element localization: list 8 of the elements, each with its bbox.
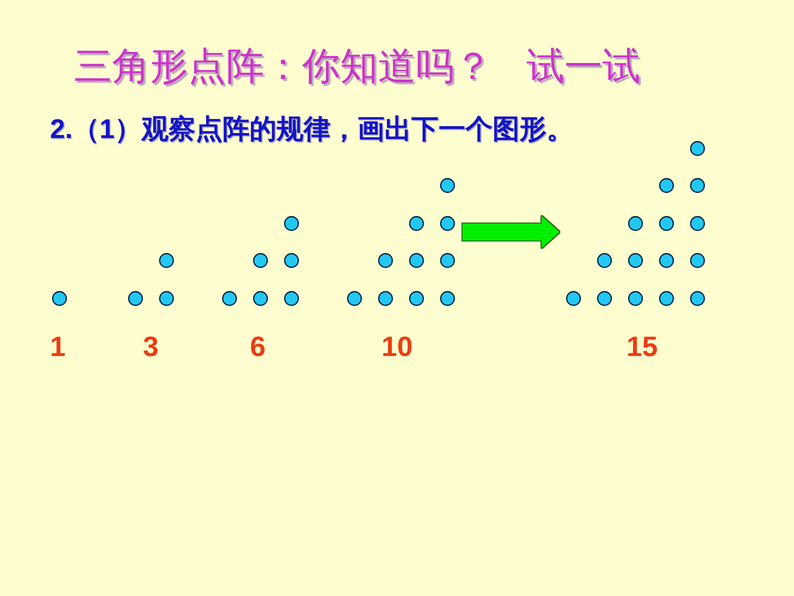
count-label: 6 <box>250 331 266 363</box>
instruction-text: 2.（1）观察点阵的规律，画出下一个图形。 <box>50 113 574 146</box>
count-label: 3 <box>143 331 159 363</box>
count-label: 1 <box>50 331 66 363</box>
slide-title: 三角形点阵：你知道吗？ 试一试 <box>74 45 641 90</box>
count-label: 15 <box>626 331 658 363</box>
arrow <box>462 216 560 248</box>
count-label: 10 <box>382 331 413 363</box>
